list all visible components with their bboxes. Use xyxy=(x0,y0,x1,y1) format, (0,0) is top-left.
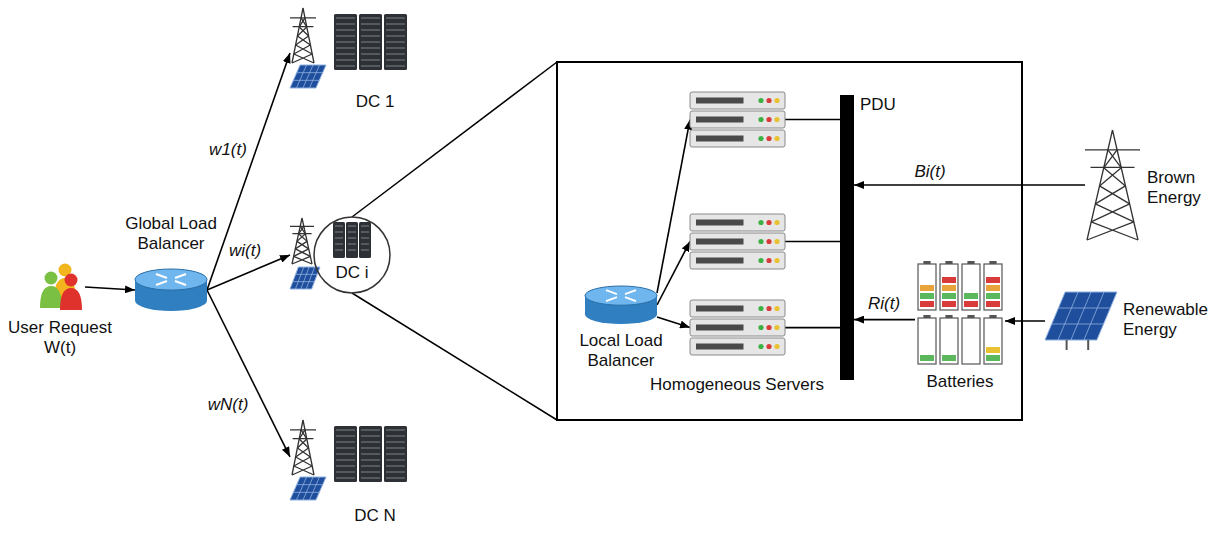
server-unit xyxy=(690,252,785,269)
data-center: DC 1 xyxy=(290,8,410,90)
power-wire xyxy=(785,241,840,243)
solar-panel-symbol xyxy=(290,65,326,88)
tower-symbol xyxy=(290,8,316,63)
edge-label: w1(t) xyxy=(207,140,249,160)
user-icon: User Request W(t) xyxy=(35,262,85,312)
battery-bank-icon xyxy=(915,258,1005,368)
flow-arrow xyxy=(854,184,1085,186)
server-unit xyxy=(690,233,785,250)
rack-symbol xyxy=(384,426,407,482)
server-unit xyxy=(690,130,785,147)
zoom-line xyxy=(352,293,557,420)
load-balancer: Local Load Balancer xyxy=(585,285,657,325)
rack-symbol xyxy=(384,14,407,70)
zoom-frame xyxy=(557,62,1022,420)
node-label: PDU xyxy=(860,95,896,115)
rack-symbol xyxy=(359,426,382,482)
load-balancer-icon xyxy=(135,268,207,312)
power-grid-icon xyxy=(1085,130,1140,240)
flow-arrow xyxy=(1005,320,1045,322)
node-label: Global Load Balancer xyxy=(121,214,221,254)
rack-symbol xyxy=(346,222,358,258)
power-grid: Brown Energy xyxy=(1085,130,1140,240)
router-symbol xyxy=(585,286,657,324)
zoom-line xyxy=(352,62,557,217)
router-symbol xyxy=(135,269,207,311)
flow-arrow xyxy=(85,287,135,290)
battery-symbol xyxy=(962,261,980,310)
server-group: Homogeneous Servers xyxy=(690,92,785,357)
node-label: DC 1 xyxy=(356,92,395,112)
data-center-icon xyxy=(290,212,390,298)
tower-symbol xyxy=(1085,130,1140,240)
solar-panel-symbol xyxy=(290,267,320,289)
battery-bank: Batteries xyxy=(915,258,1005,368)
server-unit xyxy=(690,111,785,128)
flow-arrow xyxy=(854,319,915,321)
server-group-icon xyxy=(690,92,785,357)
rack-symbol xyxy=(359,14,382,70)
flow-arrow xyxy=(207,53,290,290)
solar-panel-symbol xyxy=(290,477,326,500)
edge-label: wi(t) xyxy=(227,241,263,261)
tower-symbol xyxy=(290,218,314,264)
pdu-bar: PDU xyxy=(840,95,854,380)
battery-symbol xyxy=(918,315,936,364)
node-label: Renewable Energy xyxy=(1123,300,1213,340)
data-center-icon xyxy=(290,420,410,502)
server-unit xyxy=(690,214,785,231)
edge-label: wN(t) xyxy=(206,395,251,415)
battery-symbol xyxy=(984,261,1002,310)
rack-symbol xyxy=(333,222,345,258)
battery-symbol xyxy=(940,261,958,310)
zoom-circle xyxy=(314,217,390,293)
node-label: Batteries xyxy=(926,372,993,392)
person-symbol xyxy=(60,274,82,311)
battery-symbol xyxy=(918,261,936,310)
edge-label: Bi(t) xyxy=(912,162,947,182)
server-unit xyxy=(690,338,785,355)
node-label: Local Load Balancer xyxy=(571,331,671,371)
tower-symbol xyxy=(290,420,316,475)
load-balancer: Global Load Balancer xyxy=(135,268,207,312)
rack-symbol xyxy=(334,426,357,482)
person-symbol xyxy=(40,272,62,309)
solar-panel-symbol xyxy=(1045,292,1117,340)
node-label: DC N xyxy=(354,506,396,526)
server-unit xyxy=(690,319,785,336)
data-center: DC N xyxy=(290,420,410,502)
edge-label: Ri(t) xyxy=(866,294,902,314)
flow-arrow xyxy=(657,120,690,293)
power-wire xyxy=(785,327,840,329)
rack-symbol xyxy=(359,222,371,258)
pdu-bar-icon xyxy=(840,95,854,380)
rack-symbol xyxy=(334,14,357,70)
flow-arrow xyxy=(207,290,290,457)
node-label: DC i xyxy=(335,263,368,283)
data-center: DC i xyxy=(290,212,390,298)
node-label: Brown Energy xyxy=(1147,168,1209,208)
flow-arrow xyxy=(657,317,690,328)
node-label: User Request W(t) xyxy=(4,318,116,358)
solar-panel: Renewable Energy xyxy=(1045,292,1117,350)
flow-arrow xyxy=(657,241,690,305)
power-wire xyxy=(785,119,840,121)
node-label: Homogeneous Servers xyxy=(650,375,824,395)
solar-panel-icon xyxy=(1045,292,1117,350)
load-balancer-icon xyxy=(585,285,657,325)
server-unit xyxy=(690,300,785,317)
server-unit xyxy=(690,92,785,109)
user-icon-icon xyxy=(35,262,85,312)
battery-symbol xyxy=(984,315,1002,364)
data-center-icon xyxy=(290,8,410,90)
battery-symbol xyxy=(962,315,980,364)
battery-symbol xyxy=(940,315,958,364)
